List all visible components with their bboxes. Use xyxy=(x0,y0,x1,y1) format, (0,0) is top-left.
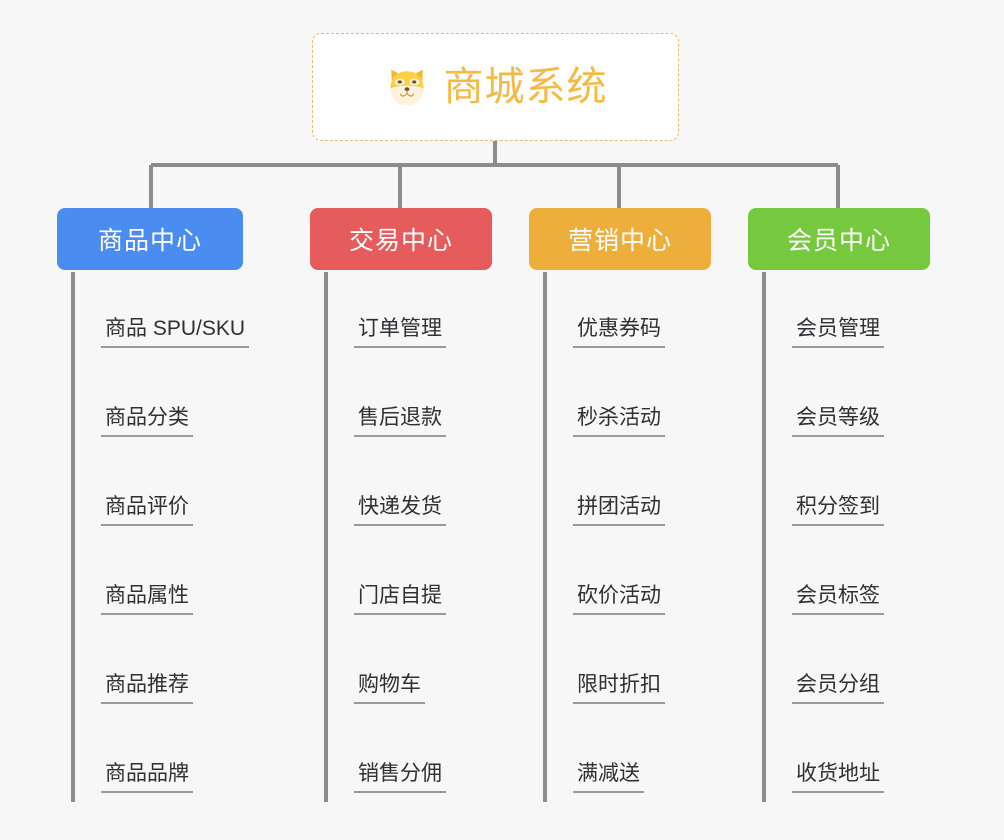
category-column: 交易中心订单管理售后退款快递发货门店自提购物车销售分佣 xyxy=(310,208,492,793)
category-title: 商品中心 xyxy=(97,227,202,255)
leaf-item[interactable]: 商品品牌 xyxy=(101,757,193,793)
category-box-4[interactable]: 会员中心 xyxy=(748,208,930,270)
leaf-item-label: 收货地址 xyxy=(792,762,884,793)
leaf-item[interactable]: 商品评价 xyxy=(101,490,193,526)
leaf-item[interactable]: 砍价活动 xyxy=(573,579,665,615)
leaf-item-label: 售后退款 xyxy=(354,406,446,437)
category-column: 会员中心会员管理会员等级积分签到会员标签会员分组收货地址 xyxy=(748,208,930,793)
leaf-item[interactable]: 商品推荐 xyxy=(101,668,193,704)
root-title: 商城系统 xyxy=(443,65,608,109)
leaf-item-label: 拼团活动 xyxy=(573,495,665,526)
leaf-item[interactable]: 会员管理 xyxy=(792,312,884,348)
leaf-item-label: 积分签到 xyxy=(792,495,884,526)
leaf-item-label: 砍价活动 xyxy=(573,584,665,615)
leaf-item-label: 商品 SPU/SKU xyxy=(101,317,250,348)
leaf-item-label: 会员分组 xyxy=(792,673,884,704)
leaf-item[interactable]: 商品分类 xyxy=(101,401,193,437)
leaf-item[interactable]: 会员标签 xyxy=(792,579,884,615)
leaf-item[interactable]: 快递发货 xyxy=(354,490,446,526)
leaf-item[interactable]: 收货地址 xyxy=(792,757,884,793)
leaf-item[interactable]: 商品属性 xyxy=(101,579,193,615)
category-title: 营销中心 xyxy=(567,227,672,255)
leaf-item[interactable]: 满减送 xyxy=(573,757,644,793)
leaf-item-label: 商品评价 xyxy=(101,495,193,526)
leaf-item[interactable]: 销售分佣 xyxy=(354,757,446,793)
leaf-item[interactable]: 会员分组 xyxy=(792,668,884,704)
shiba-dog-face-icon xyxy=(389,69,424,105)
leaf-item-label: 限时折扣 xyxy=(573,673,665,704)
leaf-item-label: 订单管理 xyxy=(354,317,446,348)
leaf-item[interactable]: 售后退款 xyxy=(354,401,446,437)
category-column: 营销中心优惠券码秒杀活动拼团活动砍价活动限时折扣满减送 xyxy=(529,208,711,793)
leaf-item-label: 秒杀活动 xyxy=(573,406,665,437)
leaf-item[interactable]: 会员等级 xyxy=(792,401,884,437)
leaf-item-label: 销售分佣 xyxy=(354,762,446,793)
root-node[interactable]: 商城系统 xyxy=(312,33,679,141)
leaf-item-label: 会员管理 xyxy=(792,317,884,348)
leaf-item[interactable]: 商品 SPU/SKU xyxy=(101,312,250,348)
leaf-item[interactable]: 门店自提 xyxy=(354,579,446,615)
leaf-item-label: 商品属性 xyxy=(101,584,193,615)
leaf-item-label: 购物车 xyxy=(354,673,425,704)
leaf-item-label: 满减送 xyxy=(573,762,644,793)
category-title: 会员中心 xyxy=(786,227,891,255)
leaf-item[interactable]: 拼团活动 xyxy=(573,490,665,526)
leaf-item-label: 门店自提 xyxy=(354,584,446,615)
leaf-item[interactable]: 限时折扣 xyxy=(573,668,665,704)
leaf-item-label: 优惠券码 xyxy=(573,317,665,348)
leaf-item-label: 会员等级 xyxy=(792,406,884,437)
category-box-1[interactable]: 商品中心 xyxy=(57,208,243,270)
category-title: 交易中心 xyxy=(348,227,453,255)
leaf-item[interactable]: 优惠券码 xyxy=(573,312,665,348)
leaf-item-label: 会员标签 xyxy=(792,584,884,615)
leaf-item[interactable]: 秒杀活动 xyxy=(573,401,665,437)
category-box-3[interactable]: 营销中心 xyxy=(529,208,711,270)
leaf-item[interactable]: 购物车 xyxy=(354,668,425,704)
leaf-item-label: 商品分类 xyxy=(101,406,193,437)
category-column: 商品中心商品 SPU/SKU 商品分类商品评价商品属性商品推荐商品品牌 xyxy=(57,208,250,793)
leaf-item-label: 快递发货 xyxy=(354,495,446,526)
leaf-item-label: 商品推荐 xyxy=(101,673,193,704)
category-box-2[interactable]: 交易中心 xyxy=(310,208,492,270)
leaf-item[interactable]: 积分签到 xyxy=(792,490,884,526)
leaf-item-label: 商品品牌 xyxy=(101,762,193,793)
leaf-item[interactable]: 订单管理 xyxy=(354,312,446,348)
